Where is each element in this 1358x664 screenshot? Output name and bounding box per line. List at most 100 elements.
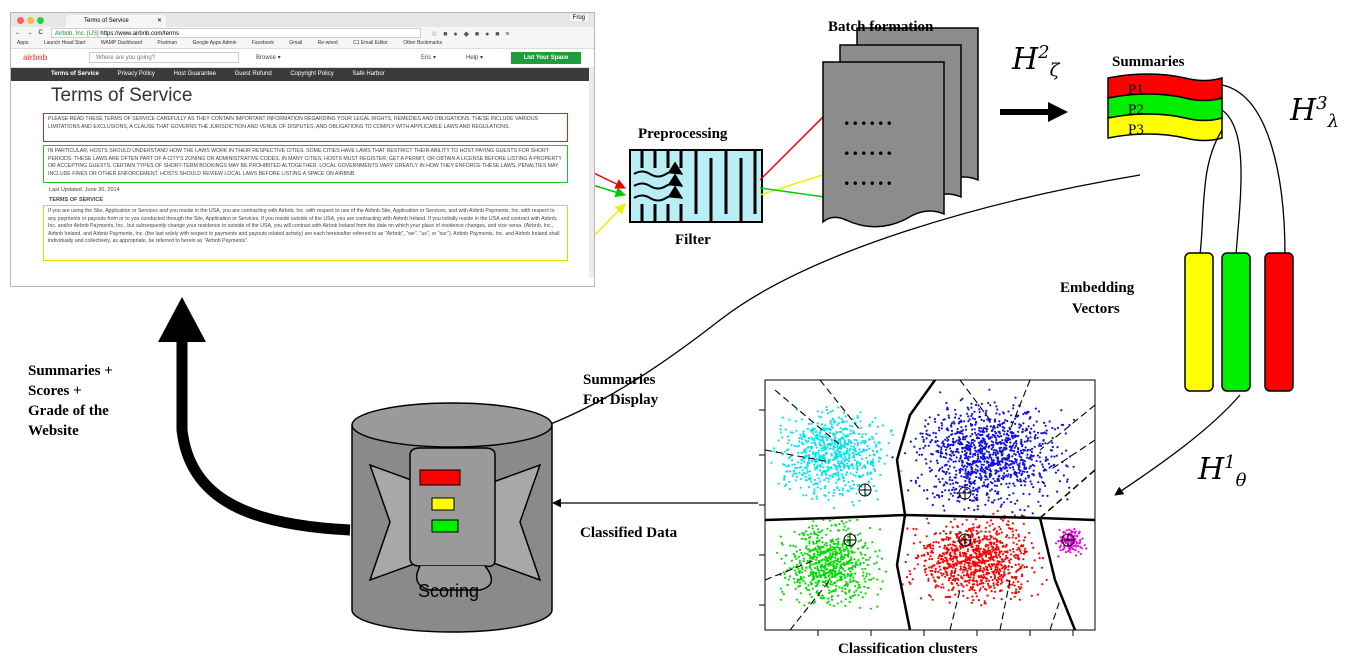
cluster-point [797,570,800,573]
cluster-point [962,568,965,571]
cluster-point [794,479,797,482]
close-window-icon[interactable] [17,17,24,24]
cluster-point [941,441,944,445]
cluster-point [821,551,824,554]
cluster-point [948,557,952,560]
cluster-point [975,496,979,499]
bookmark-item[interactable]: Postman [157,40,178,46]
cluster-point [1063,540,1066,543]
bookmark-item[interactable]: Launch Head Start [43,40,86,46]
cluster-point [811,497,814,500]
cluster-point [821,449,824,452]
cluster-point [953,574,956,578]
scrollbar[interactable] [589,68,594,278]
bookmark-item[interactable]: WAMP Dashboard [100,40,143,46]
cluster-point [801,438,804,441]
cluster-point [1014,434,1017,437]
profile-badge[interactable]: Frog [569,15,588,21]
cluster-point [824,494,827,497]
cluster-point [781,436,784,439]
cluster-point [828,460,831,463]
cluster-point [1012,492,1015,495]
cluster-point [974,518,978,521]
cluster-point [846,462,849,465]
cluster-point [878,441,881,444]
cluster-point [817,575,820,578]
user-menu[interactable]: Eric ▾ [421,55,437,61]
cluster-point [1020,445,1024,448]
help-menu[interactable]: Help ▾ [466,55,484,61]
cluster-point [947,438,950,441]
cluster-point [1019,459,1023,462]
cluster-point [965,580,968,583]
cluster-point [802,450,805,453]
cluster-point [820,447,823,450]
cluster-point [945,408,949,411]
close-tab-icon[interactable]: ✕ [156,18,162,24]
cluster-point [996,568,999,571]
vectors-label: Vectors [1072,301,1120,317]
bookmark-item[interactable]: Other Bookmarks [403,40,443,46]
cluster-point [949,537,952,540]
tab-safe-harbor[interactable]: Safe Harbor [352,71,385,77]
cluster-point [1018,426,1021,429]
list-your-space-button[interactable]: List Your Space [511,52,581,64]
cluster-point [1014,470,1017,474]
cluster-point [770,461,773,464]
cluster-point [800,451,803,455]
cluster-point [1000,477,1003,480]
paragraph-green: IN PARTICULAR, HOSTS SHOULD UNDERSTAND H… [43,145,568,183]
bookmark-item[interactable]: Apps [17,40,29,46]
zoom-window-icon[interactable] [37,17,44,24]
cluster-point [929,460,932,463]
cluster-point [823,558,826,561]
cluster-point [955,582,959,585]
cluster-point [1016,548,1019,551]
site-search-input[interactable]: Where are you going? [89,52,239,63]
cluster-point [965,461,969,464]
extension-icons[interactable]: ☆ ■ ● ◆ ■ ● ■ ≡ [431,31,512,38]
tab-terms-of-service[interactable]: Terms of Service [51,71,99,77]
cluster-point [832,506,836,510]
cluster-point [984,577,987,580]
tab-copyright-policy[interactable]: Copyright Policy [290,71,334,77]
cluster-point [959,399,962,402]
cluster-point [841,563,844,566]
url-field[interactable]: Airbnb, Inc. [US] https://www.airbnb.com… [51,28,421,38]
cluster-point [974,592,977,595]
tab-guest-refund[interactable]: Guest Refund [234,71,272,77]
preprocessing-label: Preprocessing [638,126,728,142]
cluster-point [831,568,834,571]
cluster-point [1004,440,1007,443]
cluster-point [836,465,839,468]
cluster-point [985,550,988,553]
browser-tab[interactable]: Terms of Service ✕ [66,15,166,27]
bookmark-item[interactable]: Re-wired [317,40,338,46]
cluster-point [831,583,834,586]
cluster-point [1024,466,1028,469]
cluster-point [879,587,882,591]
browse-menu[interactable]: Browse ▾ [256,55,281,61]
cluster-point [941,491,944,494]
cluster-point [1037,444,1040,447]
cluster-point [875,489,878,492]
cluster-point [943,544,946,548]
bookmark-item[interactable]: Facebook [251,40,274,46]
airbnb-logo[interactable]: airbnb [23,53,48,62]
tab-host-guarantee[interactable]: Host Guarantee [173,71,216,77]
cluster-point [962,446,966,449]
cluster-point [844,458,847,461]
nav-buttons[interactable]: ← → C [15,30,45,36]
cluster-point [859,420,862,423]
cluster-point [970,573,973,576]
cluster-point [827,477,831,480]
cluster-point [1072,545,1076,548]
tab-privacy-policy[interactable]: Privacy Policy [117,71,155,77]
cluster-point [847,553,850,556]
bookmark-item[interactable]: C1 Email Editor [353,40,388,46]
bookmark-item[interactable]: Google Apps Admin [192,40,237,46]
cluster-point [988,420,991,423]
minimize-window-icon[interactable] [27,17,34,24]
cluster-point [1014,396,1017,399]
bookmark-item[interactable]: Gmail [289,40,303,46]
